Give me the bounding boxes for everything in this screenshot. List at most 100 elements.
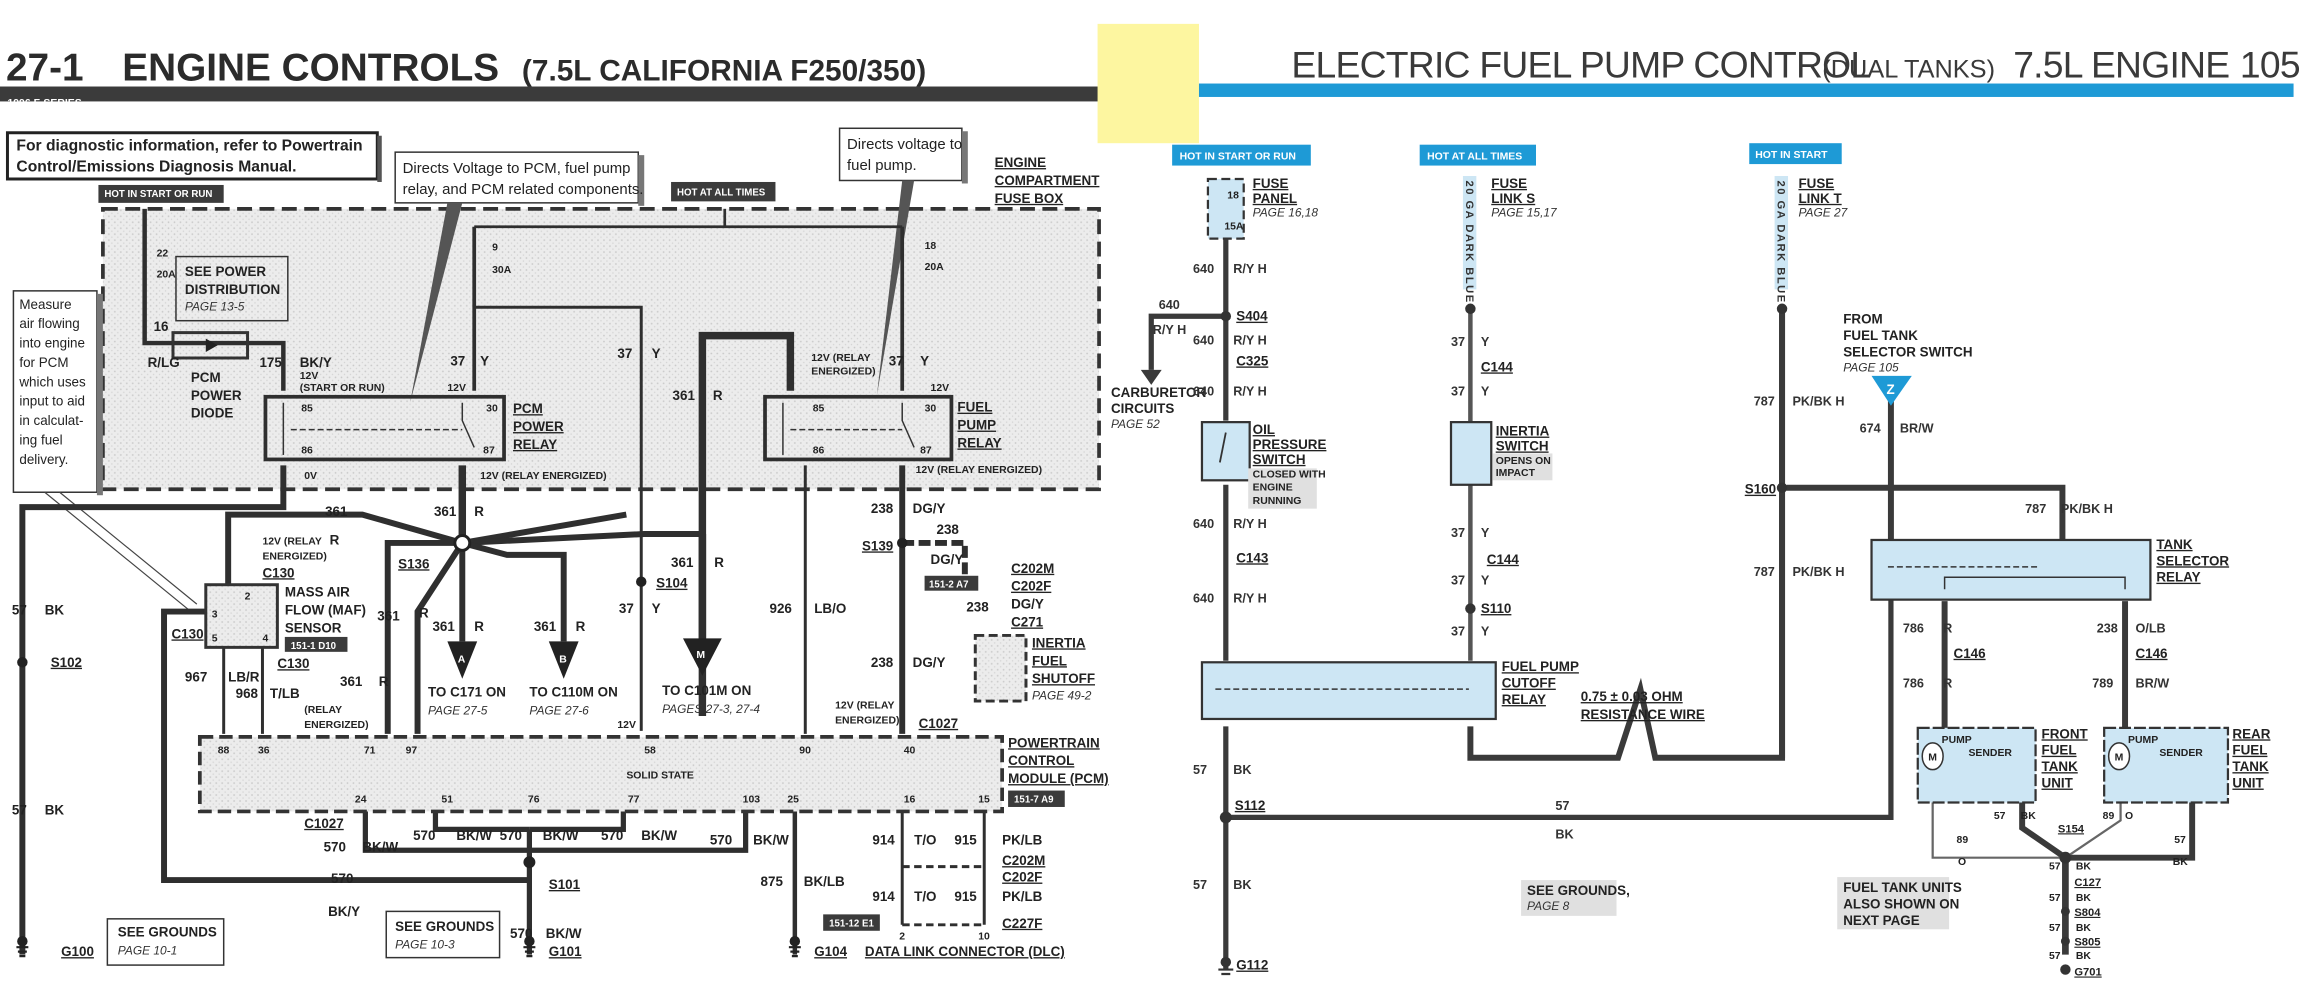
wire-number: 786 [1903,621,1924,635]
wire-color: R [474,504,484,519]
wire-color: DG/Y [931,552,964,567]
voltage-label: 12V [931,383,950,394]
dlc-pin: 2 [899,932,905,943]
voltage-label: 12V (RELAY ENERGIZED) [916,465,1042,476]
wire-number: 37 [1451,574,1465,588]
relay-pin: 85 [301,404,313,415]
wire-number: 915 [954,832,977,847]
splice-label: S154 [2058,823,2085,835]
wire-color: Y [1481,384,1490,398]
wire-color: O [2125,811,2133,822]
inertia-note-bg [1492,453,1553,481]
ground-g104: G104 [788,935,848,959]
pcm-power-diode [171,331,250,360]
dlc-pin: 10 [978,932,990,943]
fuse-link-label: LINK T [1798,191,1842,206]
ground-label: G104 [814,944,847,959]
pcm-pin: 71 [364,745,376,756]
fuse-panel-label: PANEL [1253,191,1297,206]
tank-units-note-bg [1837,877,1950,930]
wire-color: R/LG [148,355,180,370]
cutoff-relay-label: FUEL PUMP [1502,659,1579,674]
fuse-panel-label: PAGE 16,18 [1253,205,1319,219]
fuse-number: 22 [157,249,169,260]
tank-selector-label: TANK [2156,537,2193,552]
ground-label: G701 [2074,967,2101,979]
tank-selector-label: RELAY [2156,570,2200,585]
fuse-number: 18 [925,241,937,252]
left-wiring [19,208,986,955]
wire-color: BK [2076,951,2092,962]
splice-s804 [2060,906,2070,916]
pcm-pin: 40 [904,745,916,756]
carburetor-label: CARBURETOR [1111,385,1206,400]
fuse-link-t-node [1776,303,1788,314]
wire-color: Y [1481,574,1490,588]
wire-color: R/Y H [1233,384,1267,398]
left-page-subtitle: (7.5L CALIFORNIA F250/350) [522,55,926,88]
pcm-module [197,734,1004,814]
relay-pin: 30 [486,404,498,415]
inertia-switch-label: SWITCH [1496,438,1549,453]
inertia-ref-tag [924,575,979,591]
wire-number: 361 [325,504,348,519]
maf-ref-tag [284,636,348,652]
wire-color: BK [1233,878,1252,892]
switch-contact-icon [1218,432,1227,463]
dlc-label: DATA LINK CONNECTOR (DLC) [865,944,1065,959]
off-page-letter: A [458,654,466,665]
pump-motor-icon [1921,742,1944,771]
fuse-box-label: COMPARTMENT [995,173,1101,188]
from-selector-label: PAGE 105 [1843,360,1899,374]
wire-color: PK/BK H [1792,565,1844,579]
resistance-wire-label: RESISTANCE WIRE [1581,707,1705,722]
see-power-distribution-box [175,255,289,322]
wire-number: 57 [1193,878,1207,892]
callout-text: Directs Voltage to PCM, fuel pump [403,161,631,177]
splice-label: S110 [1481,601,1512,616]
wire-color: R [714,555,724,570]
splice-s101 [523,856,536,869]
inertia-fuel-shutoff [973,633,1028,703]
wire-number: 361 [671,555,694,570]
connector-label: C146 [1954,646,1986,661]
wire-number: 361 [673,388,696,403]
fuse-rating: 15A [1224,222,1244,233]
wire-number: 640 [1193,334,1214,348]
ground-label: G112 [1236,958,1268,973]
wire-color: R [330,532,340,547]
hot-at-all-times-label: HOT AT ALL TIMES [677,187,766,198]
connector-label: C1027 [304,816,344,831]
see-grounds-text: SEE GROUNDS [395,919,494,934]
connector-label: C1027 [919,716,959,731]
wire-number: 57 [1555,799,1569,813]
pcm-pin: 90 [799,745,811,756]
wire-color: DG/Y [913,655,946,670]
connector-label: C144 [1487,552,1520,567]
off-page-text: TO C171 ON [428,685,506,700]
tank-selector-label: SELECTOR [2156,553,2229,568]
off-page-z-icon [1871,375,1912,406]
pcm-power-relay-label: PCM [513,401,543,416]
wire-color: Y [480,353,489,368]
wire-number: 238 [937,522,960,537]
splice-label: S160 [1745,482,1776,497]
splice-s139 [896,537,908,549]
callout-text: input to aid [19,394,85,409]
wire-color: R/Y H [1233,334,1267,348]
wire-color: BK [45,603,65,618]
voltage-label: ENERGIZED) [811,366,875,377]
dlc-ref-tag [823,914,880,931]
callout-text: relay, and PCM related components. [403,182,644,198]
splice-s104 [636,576,647,587]
wire-number: 57 [2049,923,2061,934]
wire-number: 57 [12,603,27,618]
wire-number: 57 [2049,893,2061,904]
wire-color: BR/W [2135,677,2169,691]
see-grounds-box-right [1521,880,1617,916]
wire-number: 57 [2174,835,2186,846]
pcm-pin: 36 [258,745,270,756]
wire-number: 640 [1193,592,1214,606]
wire-number: 787 [2025,502,2046,516]
voltage-label: ENERGIZED) [262,551,326,562]
